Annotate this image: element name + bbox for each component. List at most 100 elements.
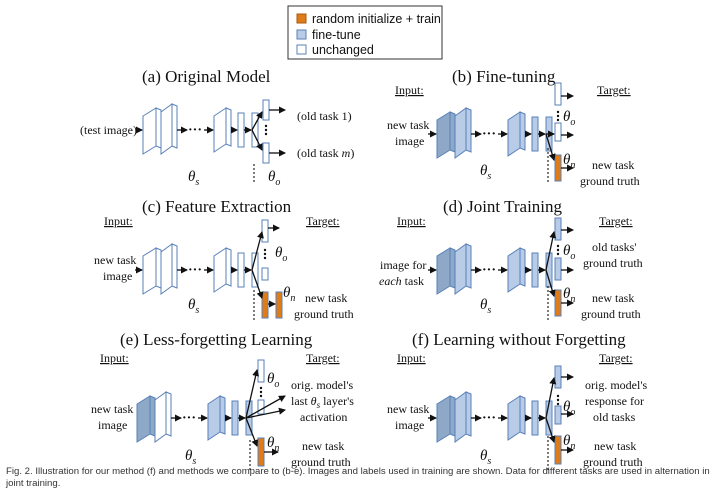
- conv-layer-3: [213, 247, 227, 293]
- panel-e-input-header: Input:: [100, 351, 129, 365]
- old-head-m: [262, 142, 270, 164]
- old-head-bottom: [261, 267, 269, 281]
- panel-b-target-2: ground truth: [580, 174, 640, 188]
- panel-f-target-top-1: orig. model's: [585, 378, 647, 392]
- conv-layer-1-side: [449, 247, 456, 289]
- vertical-dot: [556, 398, 560, 402]
- new-head: [554, 154, 562, 182]
- fc-layer-1: [237, 112, 245, 148]
- vertical-dot: [259, 386, 263, 390]
- conv-layer-1-side: [449, 395, 456, 437]
- arrow-activation: [245, 407, 286, 419]
- conv-layer-1-side: [149, 395, 156, 437]
- panel-a-output-m: (old task m): [297, 146, 354, 160]
- new-head-2: [275, 291, 283, 319]
- panel-d-title: (d) Joint Training: [443, 197, 563, 216]
- panel-b-target-1: new task: [592, 158, 634, 172]
- vertical-dot: [263, 252, 267, 256]
- vertical-dot: [556, 248, 560, 252]
- panel-e-input-1: new task: [91, 402, 133, 416]
- conv-layer-2: [160, 103, 173, 155]
- panel-e-title: (e) Less-forgetting Learning: [120, 330, 313, 349]
- old-head-bottom: [554, 405, 562, 425]
- panel-b-title: (b) Fine-tuning: [452, 67, 556, 86]
- panel-b-target-header: Target:: [597, 83, 631, 97]
- network-a: ···: [136, 99, 286, 184]
- arrow-to-old: [545, 377, 557, 419]
- old-head-bottom: [554, 122, 562, 142]
- conv-layer-3: [507, 247, 521, 293]
- fc-layer-1: [531, 400, 539, 436]
- panel-e-input-2: image: [98, 418, 127, 432]
- conv-layer-2-side: [465, 107, 472, 153]
- panel-f-target-top-3: old tasks: [593, 410, 636, 424]
- network-b: ···: [428, 82, 574, 184]
- panel-f-target-header: Target:: [599, 351, 633, 365]
- vertical-dot: [259, 394, 263, 398]
- network-c: ···: [135, 219, 283, 320]
- old-head-top: [554, 365, 562, 389]
- vertical-dot: [556, 402, 560, 406]
- old-head-1: [262, 99, 270, 121]
- conv-layer-1: [436, 395, 451, 443]
- conv-layer-3-side: [219, 395, 226, 435]
- panel-e-target-top-1: orig. model's: [291, 378, 353, 392]
- vertical-dot: [264, 124, 268, 128]
- conv-layer-2: [160, 243, 173, 295]
- panel-c-title: (c) Feature Extraction: [142, 197, 292, 216]
- panel-b-input-2: image: [395, 134, 424, 148]
- conv-layer-2: [454, 107, 467, 159]
- legend-swatch-blue: [296, 29, 307, 40]
- legend-label-finetune: fine-tune: [312, 28, 361, 42]
- conv-layer-2-side: [171, 243, 178, 289]
- old-head-bottom: [257, 399, 265, 415]
- legend-swatch-white: [296, 44, 307, 55]
- panel-c-target-1: new task: [305, 291, 347, 305]
- theta-n-e: θn: [267, 435, 279, 454]
- fc-layer-1: [231, 400, 239, 436]
- arrow-activation-2: [245, 395, 286, 419]
- old-head-top: [554, 217, 562, 241]
- panel-e-target-2: ground truth: [291, 455, 351, 469]
- panel-f-input-header: Input:: [397, 351, 426, 365]
- theta-n-d: θn: [563, 286, 575, 305]
- legend: random initialize + train fine-tune unch…: [287, 5, 443, 60]
- conv-layer-3: [507, 111, 521, 157]
- theta-s-e: θs: [185, 448, 196, 467]
- new-head: [554, 435, 562, 465]
- conv-layer-3-side: [225, 247, 232, 287]
- vertical-dot: [556, 244, 560, 248]
- conv-layer-3-side: [519, 247, 526, 287]
- arrow-to-new: [545, 417, 556, 443]
- ellipsis: ···: [182, 411, 196, 426]
- fc-layer-1: [531, 252, 539, 288]
- theta-o-e: θo: [267, 371, 279, 390]
- theta-s-b: θs: [480, 163, 491, 182]
- panel-e-target-header: Target:: [306, 351, 340, 365]
- network-e: ···: [136, 359, 286, 470]
- figure-caption: Fig. 2. Illustration for our method (f) …: [6, 466, 710, 489]
- conv-layer-1: [142, 247, 157, 295]
- fc-layer-1: [531, 116, 539, 152]
- conv-layer-3-side: [519, 395, 526, 435]
- panel-d-target-1: new task: [592, 291, 634, 305]
- theta-o-c: θo: [275, 245, 287, 264]
- ellipsis: ···: [188, 263, 202, 278]
- panel-d-target-header: Target:: [599, 214, 633, 228]
- arrow-to-old: [245, 369, 260, 419]
- panel-f: (f) Learning without Forgetting Input: T…: [387, 330, 647, 470]
- conv-layer-1-side: [155, 107, 162, 149]
- conv-layer-1-side: [449, 111, 456, 153]
- panel-d-target-top-1: old tasks': [592, 240, 637, 254]
- panel-c-target-header: Target:: [306, 214, 340, 228]
- panel-d-target-2: ground truth: [581, 307, 641, 321]
- panel-f-input-1: new task: [387, 402, 429, 416]
- panel-a: (a) Original Model (test image) ··· (old…: [80, 67, 354, 188]
- arrow-to-old: [545, 231, 557, 271]
- ellipsis: ···: [482, 127, 496, 142]
- fc-layer-2: [251, 112, 259, 148]
- ellipsis: ···: [482, 263, 496, 278]
- old-head-top: [261, 219, 269, 243]
- conv-layer-2: [454, 243, 467, 295]
- conv-layer-1: [136, 395, 151, 443]
